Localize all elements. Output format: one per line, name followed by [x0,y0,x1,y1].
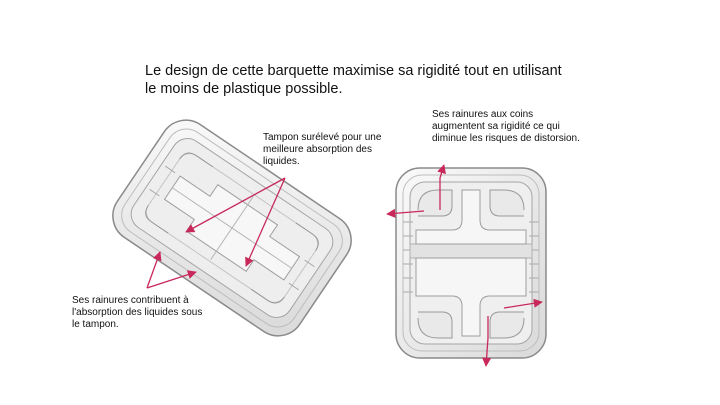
callout-grooves-absorption: Ses rainures contribuent à l'absorption … [72,295,212,331]
top-view-tray-image [396,168,546,358]
callout-raised-pad: Tampon surélevé pour une meilleure absor… [263,132,403,168]
slide-title: Le design de cette barquette maximise sa… [145,62,575,98]
callout-corner-grooves: Ses rainures aux coins augmentent sa rig… [432,109,582,145]
